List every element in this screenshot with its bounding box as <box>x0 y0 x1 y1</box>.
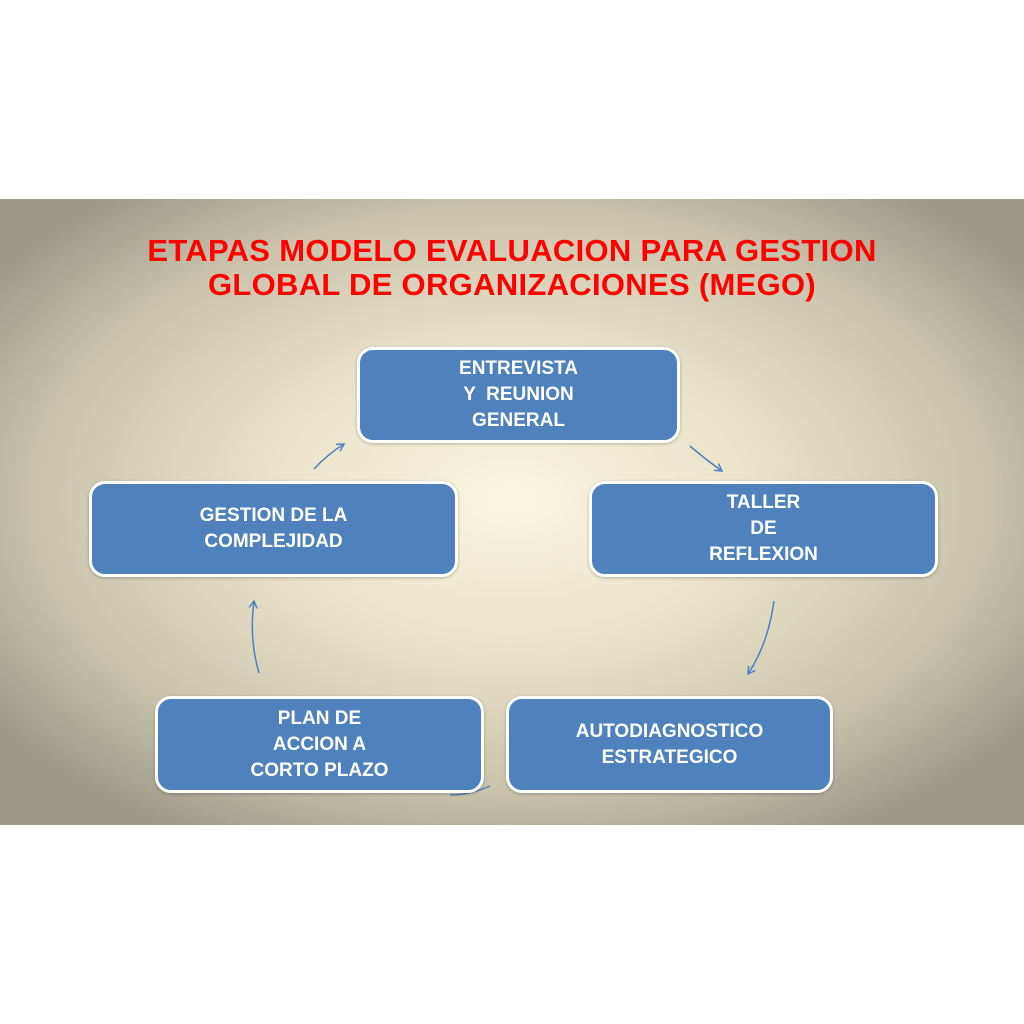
stage-text: COMPLEJIDAD <box>204 531 343 552</box>
title-line-2: GLOBAL DE ORGANIZACIONES (MEGO) <box>207 267 817 302</box>
stage-text: ESTRATEGICO <box>601 746 738 768</box>
stage-plan: PLAN DE ACCION A CORTO PLAZO <box>155 696 484 793</box>
arrow-plan-to-gestion <box>248 599 260 674</box>
stage-text: ACCION A <box>272 733 367 755</box>
stage-text: REFLEXION <box>709 544 818 565</box>
stage-autodiagnostico: AUTODIAGNOSTICO ESTRATEGICO <box>506 696 833 793</box>
stage-taller: TALLER DE REFLEXION <box>589 481 938 577</box>
stage-text: AUTODIAGNOSTICO <box>575 720 764 742</box>
stage-text: GENERAL <box>472 410 565 431</box>
slide: ETAPAS MODELO EVALUACION PARA GESTION GL… <box>0 199 1024 825</box>
stage-gestion: GESTION DE LA COMPLEJIDAD <box>89 481 458 577</box>
stage-text: TALLER <box>726 492 801 513</box>
title-line-1: ETAPAS MODELO EVALUACION PARA GESTION <box>147 233 877 268</box>
stage-text: DE <box>750 518 777 539</box>
stage-text: Y REUNION <box>463 384 574 405</box>
arrow-entrevista-to-taller <box>689 445 724 472</box>
stage-text: PLAN DE <box>277 707 362 729</box>
arrow-gestion-to-entrevista <box>313 443 346 470</box>
stage-entrevista: ENTREVISTA Y REUNION GENERAL <box>357 347 680 443</box>
stage-text: GESTION DE LA <box>199 505 348 526</box>
stage-text: CORTO PLAZO <box>250 759 389 781</box>
stage-text: ENTREVISTA <box>459 358 578 379</box>
arrow-taller-to-autodiagnostico <box>747 600 775 676</box>
